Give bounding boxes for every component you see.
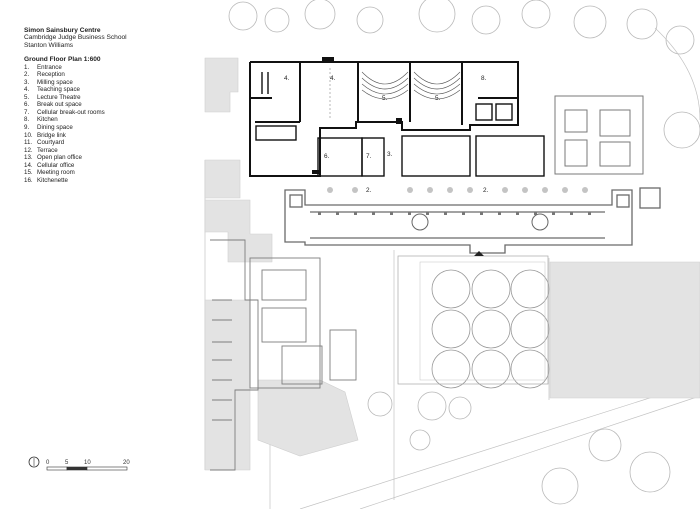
legend-label: Kitchenette bbox=[37, 176, 68, 184]
label-teaching-b: 4. bbox=[330, 75, 336, 82]
legend-number: 2. bbox=[24, 71, 30, 79]
legend-number: 13. bbox=[24, 154, 33, 162]
legend-number: 9. bbox=[24, 124, 30, 131]
legend-item: 12. Terrace bbox=[24, 147, 194, 155]
legend-item: 10. Bridge link bbox=[24, 132, 194, 140]
legend-number: 5. bbox=[24, 93, 30, 101]
legend-number: 8. bbox=[24, 116, 30, 124]
legend-item: 7. Cellular break-out rooms bbox=[24, 109, 194, 117]
drawing-subtitle: Cambridge Judge Business School bbox=[24, 34, 127, 42]
legend-label: Courtyard bbox=[37, 139, 65, 147]
architect-name: Stanton Williams bbox=[24, 41, 74, 49]
legend-label: Reception bbox=[37, 71, 65, 79]
label-kitchen: 8. bbox=[481, 75, 487, 82]
legend-item: 5. Lecture Theatre bbox=[24, 94, 194, 102]
legend-list: 1. Entrance 2. Reception 3. Milling space 4. Te… bbox=[24, 64, 194, 185]
legend-item: 2. Reception bbox=[24, 71, 194, 79]
drawing-title: Simon Sainsbury Centre bbox=[24, 27, 101, 34]
scale-tick-20: 20 bbox=[123, 460, 130, 466]
legend-number: 4. bbox=[24, 86, 30, 94]
legend-item: 13. Open plan office bbox=[24, 154, 194, 162]
scale-tick-10: 10 bbox=[84, 460, 91, 466]
label-lecture-b: 5. bbox=[435, 95, 441, 102]
legend-number: 3. bbox=[24, 78, 30, 86]
legend-item: 11. Courtyard bbox=[24, 139, 194, 147]
plan-heading: Ground Floor Plan 1:600 bbox=[24, 56, 101, 64]
legend-item: 15. Meeting room bbox=[24, 169, 194, 177]
legend-number: 10. bbox=[24, 131, 33, 139]
terrace-dots bbox=[327, 187, 588, 193]
legend-number: 12. bbox=[24, 146, 33, 154]
scale-tick-0: 0 bbox=[46, 460, 50, 466]
legend-number: 6. bbox=[24, 101, 30, 109]
legend-number: 11. bbox=[24, 139, 33, 147]
label-breakout: 6. bbox=[324, 153, 330, 160]
label-reception-a: 2. bbox=[366, 187, 372, 194]
legend-label: Break out space bbox=[37, 101, 82, 109]
legend-label: Dining space bbox=[37, 124, 73, 131]
legend-label: Bridge link bbox=[37, 131, 66, 139]
legend-label: Terrace bbox=[37, 146, 58, 154]
existing-building-main bbox=[284, 187, 661, 254]
legend-item: 8. Kitchen bbox=[24, 116, 194, 124]
legend-number: 16. bbox=[24, 176, 33, 184]
label-reception-b: 2. bbox=[483, 187, 489, 194]
legend-item: 1. Entrance bbox=[24, 64, 194, 72]
label-milling: 3. bbox=[387, 151, 393, 158]
scale-tick-5: 5 bbox=[65, 460, 69, 466]
existing-building-west bbox=[210, 239, 357, 471]
fixtures bbox=[312, 57, 402, 174]
legend-label: Entrance bbox=[37, 63, 62, 71]
label-teaching-a: 4. bbox=[284, 75, 290, 82]
label-lecture-a: 5. bbox=[382, 95, 388, 102]
legend-item: 3. Milling space bbox=[24, 79, 194, 87]
lecture-seating bbox=[361, 71, 461, 100]
legend-item: 6. Break out space bbox=[24, 101, 194, 109]
legend-label: Milling space bbox=[37, 78, 73, 86]
neighbouring-buildings bbox=[204, 57, 700, 471]
legend-item: 9. Dining space bbox=[24, 124, 194, 132]
legend-label: Lecture Theatre bbox=[37, 93, 81, 101]
legend-number: 14. bbox=[24, 161, 33, 169]
legend-label: Teaching space bbox=[37, 86, 80, 94]
legend-number: 1. bbox=[24, 63, 30, 71]
legend-item: 14. Cellular office bbox=[24, 162, 194, 170]
new-building-rooms bbox=[255, 72, 545, 177]
trees bbox=[228, 0, 700, 505]
legend-label: Open plan office bbox=[37, 154, 82, 162]
legend-number: 15. bbox=[24, 169, 33, 177]
courtyard-planters bbox=[431, 269, 550, 389]
label-cellular: 7. bbox=[366, 153, 372, 160]
north-arrow-icon bbox=[28, 456, 40, 468]
legend-block: Simon Sainsbury Centre Cambridge Judge B… bbox=[24, 27, 194, 184]
existing-building-east bbox=[554, 95, 644, 175]
legend-item: 16. Kitchenette bbox=[24, 177, 194, 185]
legend-label: Cellular office bbox=[37, 161, 75, 169]
legend-label: Kitchen bbox=[37, 116, 58, 124]
legend-label: Meeting room bbox=[37, 169, 75, 177]
legend-number: 7. bbox=[24, 108, 30, 116]
legend-item: 4. Teaching space bbox=[24, 86, 194, 94]
legend-label: Cellular break-out rooms bbox=[37, 108, 105, 116]
stairs-existing bbox=[411, 213, 549, 231]
column-row bbox=[318, 212, 591, 215]
scale-bar: 0 5 10 20 bbox=[28, 456, 130, 471]
